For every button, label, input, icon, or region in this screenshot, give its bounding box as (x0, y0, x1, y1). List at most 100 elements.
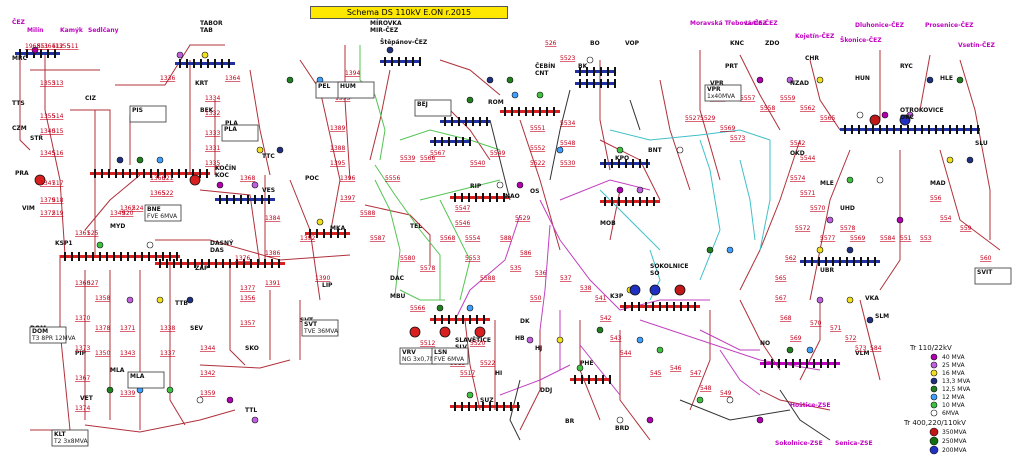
info-box-title: MLA (130, 373, 145, 380)
line-number-label: 1396 (340, 175, 355, 182)
breaker (839, 257, 841, 266)
substation-vet-label: VET (80, 395, 94, 402)
line-number-label: 5556 (385, 175, 400, 182)
feeder-line (84, 174, 141, 231)
legend-swatch-icon (929, 445, 939, 455)
transformer-icon (806, 346, 814, 354)
legend-label: 250MVA (942, 438, 967, 445)
line-number-label: 5529 (515, 215, 530, 222)
feeder-line (919, 54, 931, 111)
line-number-label: 520 (122, 210, 134, 217)
line-number-label: 553 (920, 235, 932, 242)
line-number-label: 1334 (205, 95, 220, 102)
info-box (221, 124, 259, 142)
breaker (468, 193, 470, 202)
legend-label: 350MVA (942, 429, 967, 436)
legend-swatch-icon (930, 393, 938, 401)
line-number-label: 1370 (75, 315, 90, 322)
breaker (454, 402, 456, 411)
line-number-label: 5565 (820, 115, 835, 122)
transformer-icon (786, 346, 794, 354)
transformer-icon (166, 386, 174, 394)
transformer-icon (881, 111, 889, 119)
breaker (444, 117, 446, 126)
line-number-label: 1367 (75, 375, 90, 382)
breaker (604, 159, 606, 168)
line-number-label: 5512 (420, 340, 435, 347)
line-number-label: 551 (37, 43, 49, 50)
breaker (482, 402, 484, 411)
info-box-title: PIS (132, 107, 143, 114)
info-box-title: VPR (707, 86, 721, 93)
breaker (858, 125, 860, 134)
line-number-label: 5549 (490, 150, 505, 157)
breaker (539, 107, 541, 116)
feeder-line (169, 260, 186, 426)
busbar-cnt (500, 110, 560, 113)
line-number-label: 562 (785, 255, 797, 262)
line-number-label: 548 (700, 385, 712, 392)
transformer-icon (31, 46, 39, 54)
transformer-icon (256, 146, 264, 154)
transformer-icon (846, 296, 854, 304)
legend-swatch-icon (930, 385, 938, 393)
line-number-label: 5588 (480, 275, 495, 282)
line-number-label: 1392 (300, 235, 315, 242)
feeder-line (249, 69, 271, 176)
transformer-icon (436, 304, 444, 312)
substation-m-rovka-code: MIR-ČEZ (370, 27, 399, 34)
breaker (593, 67, 595, 76)
line-number-label: 521 (162, 175, 174, 182)
breaker (419, 57, 421, 66)
breaker (199, 169, 201, 178)
feeder-line (579, 320, 601, 421)
breaker (115, 169, 117, 178)
breaker (171, 169, 173, 178)
breaker (694, 302, 696, 311)
breaker (461, 193, 463, 202)
breaker (586, 79, 588, 88)
breaker (106, 252, 108, 261)
line-number-label: 5534 (560, 120, 575, 127)
line-number-label: 1361 (75, 230, 90, 237)
line-number-label: 1338 (160, 325, 175, 332)
breaker (614, 79, 616, 88)
transformer-icon (846, 176, 854, 184)
breaker (214, 59, 216, 68)
legend-swatch-icon (929, 427, 939, 437)
feeder-line (344, 45, 351, 181)
line-number-label: 567 (775, 295, 787, 302)
substation-os-label: OS (530, 188, 539, 195)
substation-ddj-label: DDJ (540, 387, 552, 394)
busbar-okc (840, 128, 980, 131)
line-number-label: 5566 (420, 155, 435, 162)
transformer-icon (96, 241, 104, 249)
breaker (799, 359, 801, 368)
info-box-title: BEJ (417, 101, 428, 108)
line-number-label: 1364 (40, 43, 55, 50)
line-number-label: 588 (500, 235, 512, 242)
transformer-icon (866, 316, 874, 324)
breaker (344, 229, 346, 238)
line-number-label: 515 (52, 128, 64, 135)
legend-header-110: Tr 110/22kV (909, 344, 952, 352)
breaker (928, 125, 930, 134)
breaker (489, 193, 491, 202)
breaker (247, 195, 249, 204)
info-box (431, 347, 469, 365)
power-transformer-icon (649, 284, 661, 296)
line-number-label: 516 (52, 150, 64, 157)
line-number-label: 584 (870, 345, 882, 352)
line-number-label: 1372 (40, 210, 55, 217)
line-number-label: 5527 (685, 115, 700, 122)
line-number-label: 1379 (40, 197, 55, 204)
feeder-line (199, 359, 291, 369)
line-number-label: 572 (845, 335, 857, 342)
line-number-label: 556 (930, 195, 942, 202)
ext-node-label: Prosenice-ČEZ (925, 22, 974, 29)
line-number-label: 1374 (75, 405, 90, 412)
breaker (461, 402, 463, 411)
transformer-icon (511, 91, 519, 99)
ext-node-label: Kojetín-ČEZ (795, 33, 835, 40)
info-box (337, 81, 375, 99)
